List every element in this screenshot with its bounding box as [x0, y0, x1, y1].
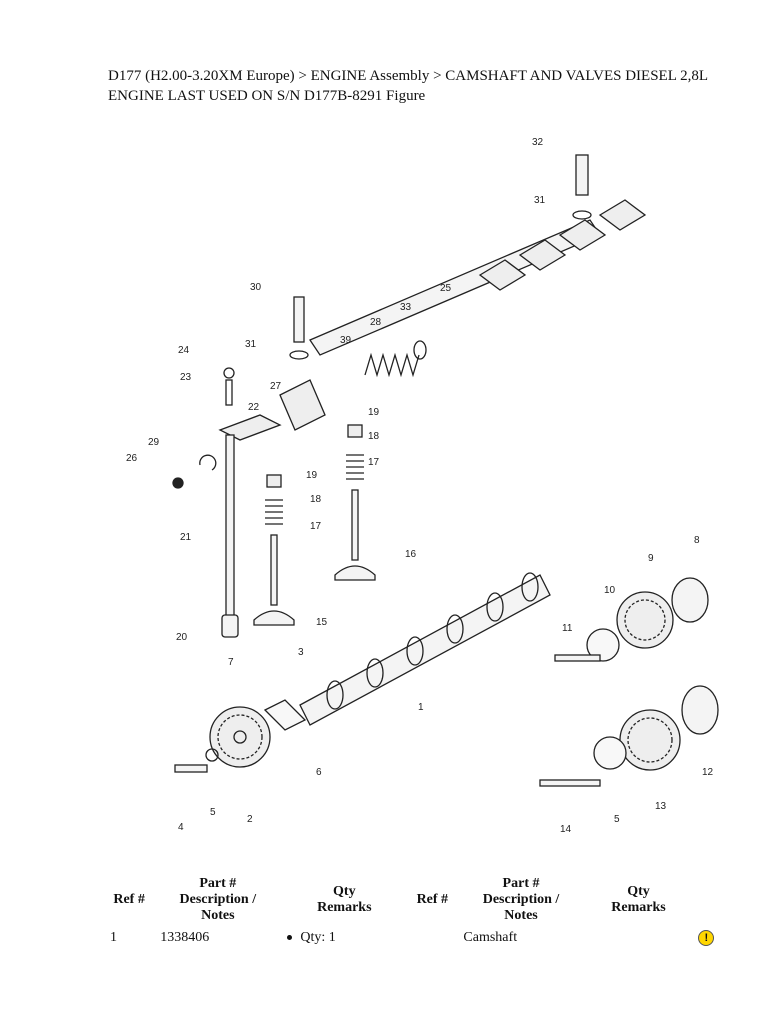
breadcrumb-title: D177 (H2.00-3.20XM Europe) > ENGINE Asse… [108, 68, 708, 104]
callout-label: 33 [400, 302, 412, 313]
callout-label: 22 [248, 402, 260, 413]
header-part-description: Part # Description / Notes [179, 876, 257, 923]
callout-label: 9 [648, 553, 654, 564]
callout-label: 1 [418, 702, 424, 713]
cell-ref: 1 [110, 930, 117, 945]
callout-label: 20 [176, 632, 188, 643]
callout-label: 28 [370, 317, 382, 328]
callout-label: 10 [604, 585, 616, 596]
warning-circle-icon[interactable]: ! [698, 930, 715, 946]
header-part-description-2: Part # Description / Notes [482, 876, 560, 923]
cell-qty: Qty: 1 [281, 924, 407, 946]
callout-label: 24 [178, 345, 190, 356]
callout-label: 27 [270, 381, 282, 392]
callout-label: 12 [702, 767, 714, 778]
callout-label: 26 [126, 453, 138, 464]
callout-label: 5 [210, 807, 216, 818]
callout-label: 21 [180, 532, 192, 543]
callout-label: 3 [298, 647, 304, 658]
bullet-icon [287, 935, 293, 941]
header-ref: Ref # [113, 892, 145, 907]
diagram-svg: 32 31 30 31 33 28 25 39 24 23 27 22 19 1… [126, 137, 719, 835]
callout-label: 39 [340, 335, 352, 346]
callout-label: 18 [368, 431, 380, 442]
callout-label: 5 [614, 814, 620, 825]
exploded-parts-diagram: 32 31 30 31 33 28 25 39 24 23 27 22 19 1… [120, 125, 730, 855]
parts-table: Ref # Part # Description / Notes Qty Rem… [104, 876, 724, 946]
callout-label: 2 [247, 814, 253, 825]
cell-description: Camshaft [463, 930, 518, 945]
callout-label: 31 [534, 195, 546, 206]
callout-label: 30 [250, 282, 262, 293]
callout-label: 19 [306, 470, 318, 481]
callout-label: 17 [368, 457, 380, 468]
callout-label: 4 [178, 822, 184, 833]
header-ref-2: Ref # [416, 892, 449, 907]
callout-label: 7 [228, 657, 234, 668]
callout-label: 8 [694, 535, 700, 546]
callout-label: 23 [180, 372, 192, 383]
callout-label: 18 [310, 494, 322, 505]
table-header-row: Ref # Part # Description / Notes Qty Rem… [104, 876, 724, 924]
callout-label: 31 [245, 339, 257, 350]
callout-label: 14 [560, 824, 572, 835]
header-qty-remarks-2: Qty Remarks [611, 884, 666, 915]
callout-label: 6 [316, 767, 322, 778]
callout-label: 32 [532, 137, 544, 148]
table-row: 1 1338406 Qty: 1 Camshaft ! [104, 924, 724, 946]
callout-label: 13 [655, 801, 667, 812]
callout-label: 11 [562, 623, 573, 634]
callout-label: 19 [368, 407, 380, 418]
header-qty-remarks: Qty Remarks [317, 884, 372, 915]
callout-label: 29 [148, 437, 160, 448]
callout-label: 25 [440, 283, 452, 294]
callout-label: 16 [405, 549, 417, 560]
callout-label: 17 [310, 521, 322, 532]
callout-label: 15 [316, 617, 328, 628]
cell-part-number: 1338406 [160, 930, 210, 945]
callout-labels: 32 31 30 31 33 28 25 39 24 23 27 22 19 1… [126, 137, 714, 835]
